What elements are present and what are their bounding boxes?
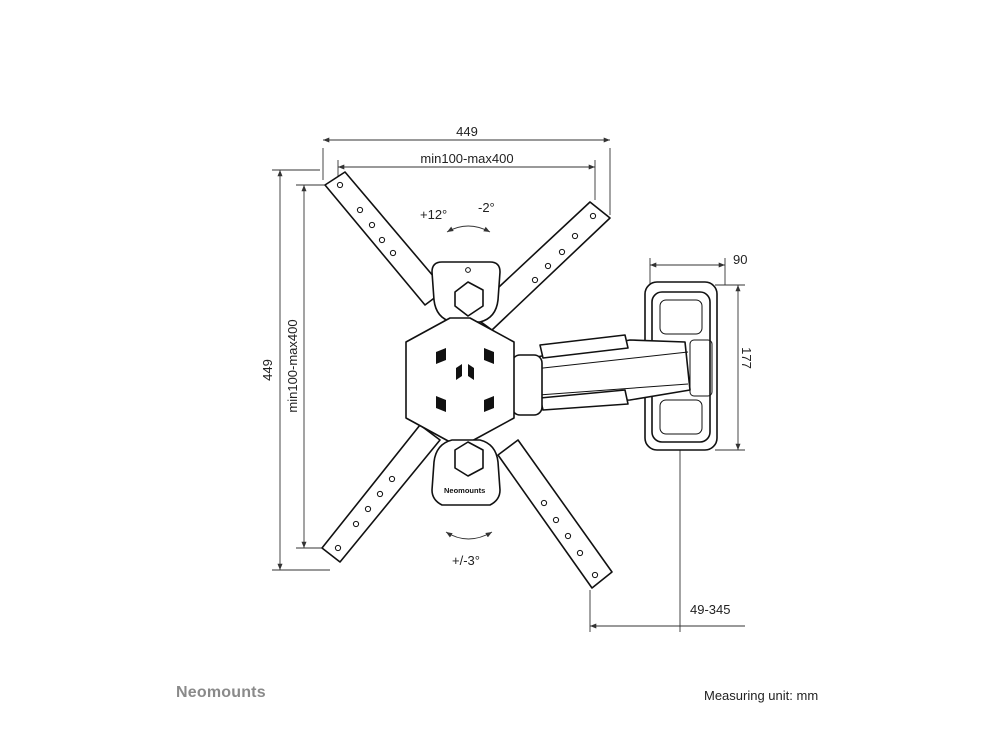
brand-logo-text: Neomounts xyxy=(176,684,266,701)
center-plate xyxy=(405,261,515,506)
tilt-up-label: +12° xyxy=(420,207,447,222)
vesa-width-label: min100-max400 xyxy=(420,151,513,166)
arm-holes xyxy=(334,181,599,579)
tilt-down-label: -2° xyxy=(478,200,495,215)
vesa-height-label: min100-max400 xyxy=(285,319,300,412)
measuring-unit-note: Measuring unit: mm xyxy=(704,688,819,703)
rotation-label: +/-3° xyxy=(452,553,480,568)
tilt-arrow xyxy=(446,225,491,233)
overall-width-label: 449 xyxy=(456,124,478,139)
vesa-bracket-arms xyxy=(321,171,613,589)
rotation-arrow xyxy=(445,531,493,540)
overall-height-label: 449 xyxy=(260,359,275,381)
wall-plate-depth-label: 90 xyxy=(733,252,747,267)
dimension-lines xyxy=(272,137,745,632)
extension-arm xyxy=(511,334,691,416)
plate-brand-label: Neomounts xyxy=(444,486,485,495)
extension-label: 49-345 xyxy=(690,602,730,617)
wall-plate-height-label: 177 xyxy=(739,347,754,369)
center-slots xyxy=(436,348,494,412)
